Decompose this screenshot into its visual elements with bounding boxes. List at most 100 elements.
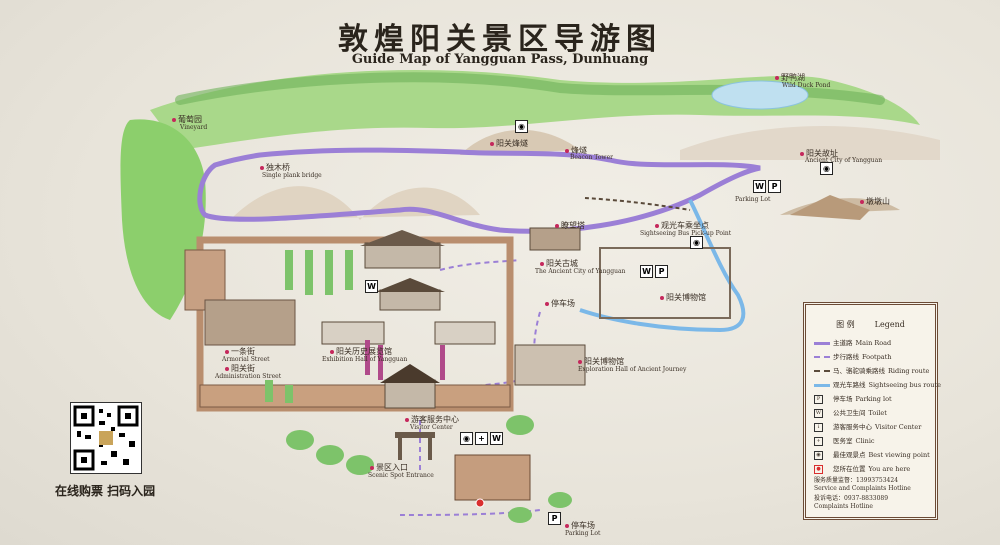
camera-icon[interactable]: ◉ [460, 432, 473, 445]
riding-symbol [814, 370, 830, 372]
poi-dot-icon [775, 76, 779, 80]
main-gate [384, 379, 436, 409]
wild-duck-pond [711, 80, 809, 110]
legend-zh: 您所在位置 [833, 465, 866, 473]
poi-dot-icon [540, 262, 544, 266]
poi-dot-icon [655, 224, 659, 228]
label-parking-lot-north: Parking Lot [735, 196, 771, 203]
complaints-label: 投诉电话： [814, 495, 845, 502]
label-yangguan-tower[interactable]: 阳关烽燧 [490, 138, 528, 149]
label-text: 阳关博物馆 [666, 293, 706, 302]
camera-icon[interactable]: ◉ [820, 162, 833, 175]
label-ancient-city[interactable]: 阳关故址 [800, 148, 838, 159]
parking-icon[interactable]: P [768, 180, 781, 193]
poi-dot-icon [330, 350, 334, 354]
label-text: 景区入口 [376, 463, 408, 472]
legend-zh: 医务室 [833, 437, 853, 445]
label-text: 一条街 [231, 347, 255, 356]
east-compound [599, 247, 731, 319]
camera-icon[interactable]: ◉ [515, 120, 528, 133]
label-yangguan-city[interactable]: 阳关古城 [540, 258, 578, 269]
vineyard-area [120, 119, 206, 321]
label-text: 停车场 [551, 299, 575, 308]
label-museum-en: Exploration Hall of Ancient Journey [578, 366, 687, 373]
label-street[interactable]: 一条街 [225, 346, 255, 357]
legend-zh: 最佳观景点 [833, 451, 866, 459]
bus-route [579, 199, 746, 333]
label-museum[interactable]: 阳关博物馆 [578, 356, 624, 367]
museum-building [514, 344, 586, 386]
label-single-plank[interactable]: 独木桥 [260, 162, 290, 173]
toilet-icon[interactable]: W [753, 180, 766, 193]
label-mountain[interactable]: 墩墩山 [860, 196, 890, 207]
qr-code[interactable] [70, 402, 142, 474]
hotline-number: 13993753424 [856, 477, 899, 484]
label-exhibition-hall-en: Exhibition Hall of Yangguan [322, 356, 408, 363]
label-parking-south[interactable]: 停车场 [565, 520, 595, 531]
complaints-en: Complaints Hotline [814, 503, 873, 510]
footpath [399, 259, 541, 516]
poi-dot-icon [225, 367, 229, 371]
label-entrance-en: Scenic Spot Entrance [368, 472, 434, 479]
legend-en: Main Road [855, 339, 892, 347]
label-text: 观光车乘坐点 [661, 221, 709, 230]
legend-zh: 马、骆驼骑乘路线 [833, 367, 885, 375]
label-text: 游客服务中心 [411, 415, 459, 424]
poi-dot-icon [800, 152, 804, 156]
you-are-here-marker [475, 498, 485, 508]
label-exhibition-hall[interactable]: 阳关历史展览馆 [330, 346, 392, 357]
legend-en: Parking lot [855, 395, 892, 403]
bus-symbol [814, 383, 830, 387]
qr-pattern [73, 405, 139, 471]
label-text: 阳关古城 [546, 259, 578, 268]
label-text: 葡萄园 [178, 115, 202, 124]
legend-title-en: Legend [874, 320, 905, 329]
label-watch-tower[interactable]: 瞭望塔 [555, 220, 585, 231]
camera-icon: ◉ [814, 450, 823, 460]
poi-dot-icon [370, 466, 374, 470]
toilet-icon[interactable]: W [490, 432, 503, 445]
poi-dot-icon [225, 350, 229, 354]
poi-dot-icon [555, 224, 559, 228]
label-yangguan-museum[interactable]: 阳关博物馆 [660, 292, 706, 303]
clinic-icon[interactable]: + [475, 432, 488, 445]
label-sightseeing-bus[interactable]: 观光车乘坐点 [655, 220, 709, 231]
legend-zh: 停车场 [833, 395, 853, 403]
parking-icon[interactable]: P [548, 512, 561, 525]
legend-en: You are here [868, 465, 911, 473]
toilet-icon[interactable]: W [365, 280, 378, 293]
label-wild-duck-pond[interactable]: 野鸭湖 [775, 72, 805, 83]
label-text: 阳关历史展览馆 [336, 347, 392, 356]
entrance-arch [395, 432, 435, 438]
label-parking[interactable]: 停车场 [545, 298, 575, 309]
map-title-en: Guide Map of Yangguan Pass, Dunhuang [351, 52, 649, 67]
poi-dot-icon [565, 524, 569, 528]
label-visitor-center[interactable]: 游客服务中心 [405, 414, 459, 425]
label-ancient-city-en: Ancient City of Yangguan [805, 157, 883, 164]
legend-title-zh: 图 例 [836, 320, 855, 329]
label-entrance[interactable]: 景区入口 [370, 462, 408, 473]
label-vineyard[interactable]: 葡萄园 [172, 114, 202, 125]
info-icon: i [814, 422, 823, 432]
red-trees [365, 340, 445, 380]
yangguan-gate-building [364, 242, 441, 269]
label-admin-street[interactable]: 阳关街 [225, 363, 255, 374]
poi-dot-icon [660, 296, 664, 300]
qr-caption: 在线购票 扫码入园 [55, 484, 156, 498]
label-text: 独木桥 [266, 163, 290, 172]
toilet-icon[interactable]: W [640, 265, 653, 278]
label-visitor-center-en: Visitor Center [410, 424, 453, 431]
footpath-symbol [814, 356, 830, 358]
label-beacon-tower[interactable]: 烽燧 [565, 145, 587, 156]
parking-icon[interactable]: P [655, 265, 668, 278]
complaints-number: 0937-8833089 [844, 495, 889, 502]
camera-icon[interactable]: ◉ [690, 236, 703, 249]
